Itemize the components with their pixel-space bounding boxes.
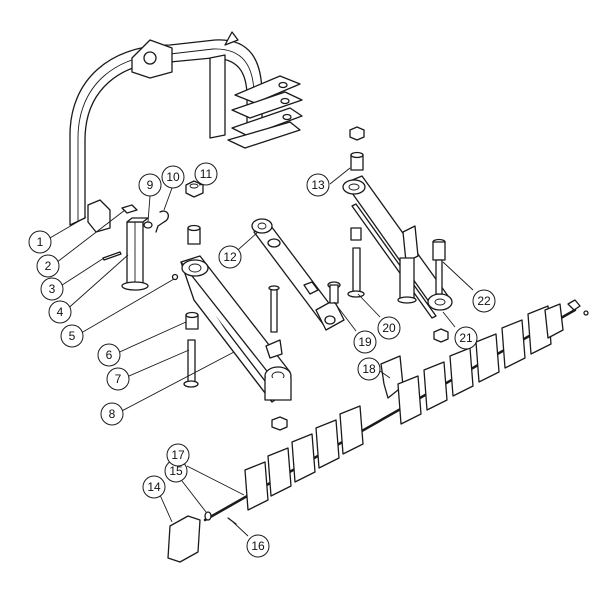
tine-bar-part: [203, 299, 589, 522]
end-tine-part: [167, 515, 201, 563]
end-washer-part: [204, 511, 212, 521]
nut-part: [185, 180, 204, 198]
right-arm-part: [342, 175, 453, 343]
svg-text:2: 2: [45, 259, 52, 273]
left-arm-part: [180, 255, 292, 431]
pin-part: [102, 251, 122, 261]
svg-text:10: 10: [166, 170, 180, 184]
callout-22: 22: [472, 289, 496, 313]
single-tine-part: [380, 355, 404, 399]
callout-3: 3: [40, 277, 64, 301]
svg-text:17: 17: [171, 448, 185, 462]
svg-text:19: 19: [358, 335, 372, 349]
svg-text:6: 6: [106, 348, 113, 362]
callout-2: 2: [36, 254, 60, 278]
post-part: [121, 217, 149, 291]
link-bolt-part: [327, 281, 341, 304]
svg-text:9: 9: [147, 178, 154, 192]
svg-text:16: 16: [251, 539, 265, 553]
callout-18: 18: [357, 357, 381, 381]
svg-text:11: 11: [200, 167, 213, 181]
svg-text:21: 21: [459, 331, 473, 345]
callout-13: 13: [306, 173, 330, 197]
callout-8: 8: [100, 402, 124, 426]
callout-17: 17: [166, 443, 190, 467]
leader-lines: [42, 167, 474, 537]
callout-19: 19: [353, 330, 377, 354]
svg-text:20: 20: [382, 321, 396, 335]
right-bolt-part: [432, 238, 446, 295]
callout-5: 5: [60, 324, 84, 348]
lower-bushing-part: [185, 311, 199, 330]
svg-text:12: 12: [223, 250, 237, 264]
grease-nipple-part: [171, 273, 179, 281]
callout-1: 1: [28, 230, 52, 254]
callout-14: 14: [142, 475, 166, 499]
svg-text:13: 13: [311, 178, 325, 192]
svg-text:5: 5: [69, 329, 76, 343]
turnbuckle-part: [251, 218, 345, 331]
callout-16: 16: [246, 534, 270, 558]
bushing-part: [187, 224, 201, 245]
bolt-part: [268, 285, 280, 333]
callout-20: 20: [377, 316, 401, 340]
pivot-pin-part: [183, 339, 199, 388]
plate-part: [121, 204, 138, 214]
svg-text:22: 22: [477, 294, 491, 308]
callout-12: 12: [218, 245, 242, 269]
svg-text:8: 8: [109, 407, 116, 421]
callout-4: 4: [48, 300, 72, 324]
svg-text:15: 15: [169, 464, 183, 478]
callout-10: 10: [161, 165, 185, 189]
callout-6: 6: [97, 343, 121, 367]
washer-part: [143, 221, 153, 229]
main-frame-part: [69, 31, 303, 233]
callout-7: 7: [106, 367, 130, 391]
right-pin-part: [347, 227, 365, 298]
svg-text:3: 3: [49, 282, 56, 296]
svg-text:18: 18: [362, 362, 376, 376]
svg-text:4: 4: [57, 305, 64, 319]
svg-text:14: 14: [147, 480, 161, 494]
svg-text:1: 1: [37, 235, 44, 249]
callout-9: 9: [138, 173, 162, 197]
svg-text:7: 7: [115, 372, 122, 386]
lynch-pin-part: [155, 210, 169, 233]
callout-11: 11: [194, 162, 218, 186]
callout-21: 21: [454, 326, 478, 350]
right-nut-part: [349, 126, 365, 171]
